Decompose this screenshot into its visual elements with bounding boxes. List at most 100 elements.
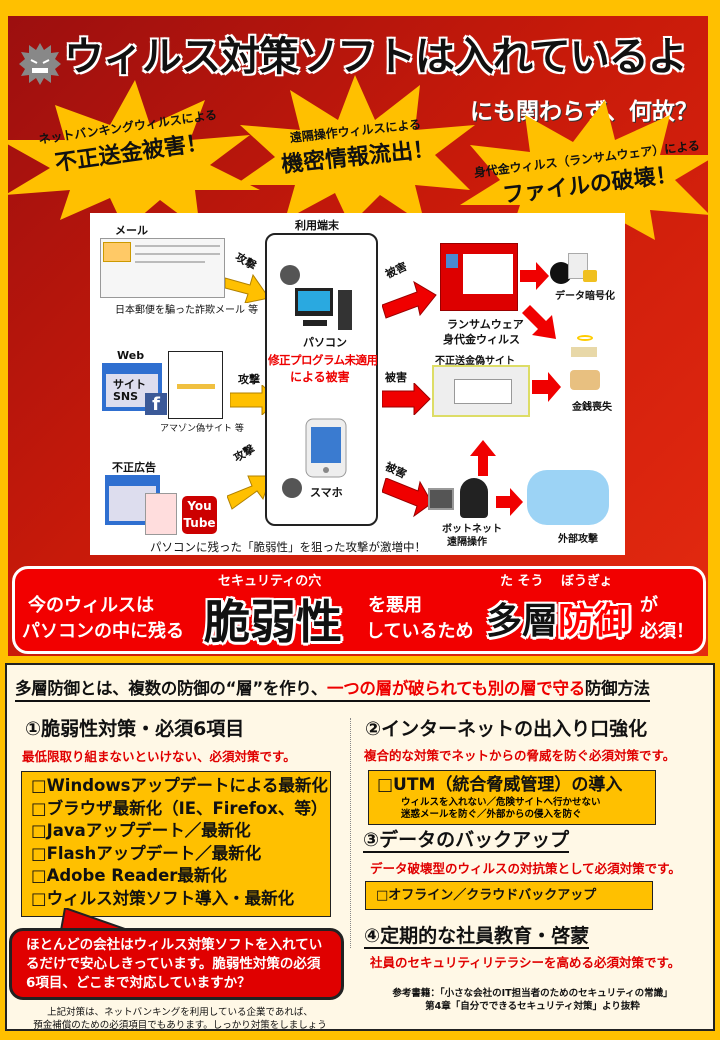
backup-box: □オフライン／クラウドバックアップ — [365, 881, 653, 910]
phishing-mail-image — [100, 238, 225, 298]
virus-icon — [550, 262, 572, 284]
multi-layer-word: 多層 — [486, 601, 559, 642]
envelope-icon — [103, 242, 131, 262]
section1-title: ①脆弱性対策・必須6項目 — [25, 718, 245, 740]
ransomware-screen — [440, 243, 518, 311]
section2-title: ②インターネットの出入り口強化 — [365, 718, 648, 740]
vulnerability-banner — [12, 566, 706, 654]
sns-label: SNS — [113, 390, 139, 403]
pc-icon — [295, 288, 352, 330]
checklist-item[interactable]: □ブラウザ最新化（IE、Firefox、等） — [31, 798, 328, 818]
section2-desc: 複合的な対策でネットからの脅威を防ぐ必須対策です。 — [364, 748, 676, 763]
botnet-cloud-icon — [527, 470, 609, 525]
damage-arrow — [382, 280, 437, 319]
reference-line: 第4章「自分でできるセキュリティ対策」より抜粋 — [425, 1001, 640, 1012]
column-divider — [350, 718, 351, 948]
section4-desc: 社員のセキュリティリテラシーを高める必須対策です。 — [370, 955, 681, 970]
definition-part: 多層防御とは、複数の防御の“層”を作り、 — [15, 679, 328, 698]
banner-ruby: セキュリティの穴 — [218, 574, 322, 589]
arrow-up-icon — [470, 440, 496, 476]
arrow-right-icon — [520, 262, 549, 290]
hacker-icon — [460, 478, 488, 518]
fake-amazon-page — [168, 351, 223, 419]
mail-label: メール — [115, 224, 148, 237]
utm-box: □UTM（統合脅威管理）の導入 ウィルスを入れない／危険サイトへ行かせない 迷惑… — [368, 770, 656, 825]
web-label: Web — [117, 349, 145, 362]
banner-ruby: た そう ぼうぎょ — [500, 574, 613, 589]
laptop-icon — [428, 488, 454, 510]
footnote-line: 上記対策は、ネットバンキングを利用している企業であれば、 — [47, 1007, 313, 1018]
definition-part: 防御方法 — [584, 679, 650, 698]
smartphone-icon — [305, 418, 347, 478]
starburst — [460, 100, 717, 240]
section1-desc: 最低限取り組まないといけない、必須対策です。 — [22, 749, 296, 764]
encrypt-label: データ暗号化 — [555, 291, 615, 302]
attack-arrow — [225, 273, 270, 303]
checklist-item[interactable]: □ウィルス対策ソフト導入・最新化 — [31, 888, 295, 908]
ransomware-label-2: 身代金ウィルス — [443, 333, 520, 346]
banner-text: 必須！ — [640, 621, 694, 642]
lock-icon — [583, 270, 597, 282]
utm-detail: ウィルスを入れない／危険サイトへ行かせない — [401, 796, 601, 808]
virus-icon — [282, 478, 302, 498]
money-loss-label: 金銭喪失 — [572, 402, 612, 413]
footnote: 上記対策は、ネットバンキングを利用している企業であれば、預金補償のための必須項目… — [20, 1006, 340, 1032]
defense-word-red: 防御 — [558, 601, 631, 642]
arrow-down-right-icon — [522, 305, 556, 339]
banner-text: パソコンの中に残る — [22, 621, 184, 642]
starburst — [235, 75, 475, 225]
starburst — [0, 80, 260, 230]
virus-icon — [19, 43, 61, 85]
botnet-label-2: 遠隔操作 — [447, 537, 487, 548]
site-label: サイト — [113, 378, 146, 391]
banner-text: を悪用 — [368, 595, 422, 616]
web-caption: アマゾン偽サイト 等 — [160, 424, 244, 434]
arrow-right-icon — [496, 488, 523, 516]
phone-label: スマホ — [310, 486, 343, 499]
section4-title: ④定期的な社員教育・啓蒙 — [364, 925, 590, 949]
attack-label: 攻撃 — [231, 442, 258, 465]
money-icon — [565, 335, 605, 395]
unpatched-label: 修正プログラム未適用 — [268, 353, 378, 367]
checklist-item[interactable]: □Windowsアップデートによる最新化 — [31, 776, 328, 795]
banner-text: しているため — [366, 621, 474, 642]
youtube-icon: You Tube — [182, 496, 217, 534]
definition-highlight: 一つの層が破られても別の層で守る — [327, 679, 585, 698]
arrow-right-icon — [532, 372, 561, 402]
vulnerability-word: 脆弱性 — [204, 595, 342, 649]
pc-label: パソコン — [303, 336, 347, 349]
checklist-item[interactable]: □Flashアップデート／最新化 — [31, 843, 262, 863]
mail-caption: 日本郵便を騙った詐欺メール 等 — [115, 305, 259, 316]
ad-banner — [145, 493, 177, 535]
website-icon: サイト SNS — [102, 363, 162, 411]
ransomware-label: ランサムウェア — [447, 318, 524, 331]
main-title: ウィルス対策ソフトは入れているよ — [63, 33, 689, 81]
checklist-item[interactable]: □Javaアップデート／最新化 — [31, 821, 251, 840]
checklist-item[interactable]: □Adobe Reader最新化 — [31, 866, 227, 885]
banner-text: 今のウィルスは — [28, 595, 154, 616]
terminal-label: 利用端末 — [295, 219, 339, 232]
section3-desc: データ破壊型のウィルスの対抗策として必須対策です。 — [370, 861, 681, 876]
fake-site-screen — [432, 365, 530, 417]
damage-arrow — [382, 478, 432, 518]
reference-line: 参考書籍：「小さな会社のIT担当者のためのセキュリティの常識」 — [392, 988, 673, 999]
utm-detail: 迷惑メールを防ぐ／外部からの侵入を防ぐ — [401, 808, 582, 820]
botnet-label: ボットネット — [442, 524, 502, 535]
fake-site-label: 不正送金偽サイト — [435, 356, 515, 367]
virus-icon — [280, 265, 300, 285]
checklist-item[interactable]: □オフライン／クラウドバックアップ — [376, 888, 597, 903]
ad-label: 不正広告 — [112, 461, 156, 474]
diagram-caption: パソコンに残った「脆弱性」を狙った攻撃が激増中！ — [150, 540, 426, 554]
attack-label: 攻撃 — [238, 373, 260, 386]
damage-arrow — [382, 383, 431, 415]
section3-title: ③データのバックアップ — [363, 829, 570, 853]
facebook-icon: f — [145, 393, 167, 415]
damage-label: 被害 — [385, 371, 407, 384]
checklist-box: □Windowsアップデートによる最新化 □ブラウザ最新化（IE、Firefox… — [21, 771, 331, 917]
unpatched-label-2: による被害 — [290, 370, 350, 384]
footnote-line: 預金補償のための必須項目でもあります。しっかり対策をしましょう — [33, 1020, 327, 1031]
definition-heading: 多層防御とは、複数の防御の“層”を作り、一つの層が破られても別の層で守る防御方法 — [15, 678, 650, 702]
defense-word: 多層防御 — [486, 592, 630, 644]
checklist-item[interactable]: □UTM（統合脅威管理）の導入 — [377, 775, 623, 795]
external-attack-label: 外部攻撃 — [558, 534, 598, 545]
